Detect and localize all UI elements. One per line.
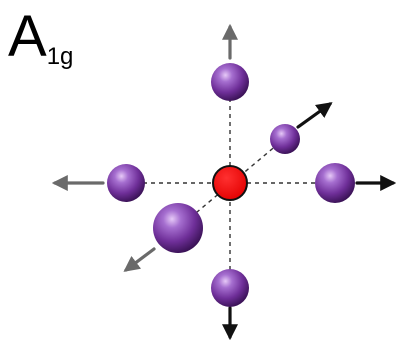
ligand-front-left bbox=[153, 203, 203, 253]
center-atom bbox=[212, 165, 248, 201]
mode-symbol: A bbox=[8, 4, 47, 69]
bond-diagonal bbox=[177, 138, 285, 229]
arrow-front-left bbox=[123, 247, 156, 272]
ligand-right bbox=[315, 163, 355, 203]
arrow-back-right bbox=[296, 102, 333, 129]
mode-subscript: 1g bbox=[46, 43, 74, 70]
ligand-atoms bbox=[107, 63, 355, 307]
ligand-bottom bbox=[211, 269, 249, 307]
ligand-left bbox=[107, 164, 145, 202]
ligand-back-right bbox=[270, 124, 300, 154]
displacement-arrows bbox=[51, 23, 397, 341]
ligand-top bbox=[211, 63, 249, 101]
mode-label: A1g bbox=[8, 8, 73, 71]
